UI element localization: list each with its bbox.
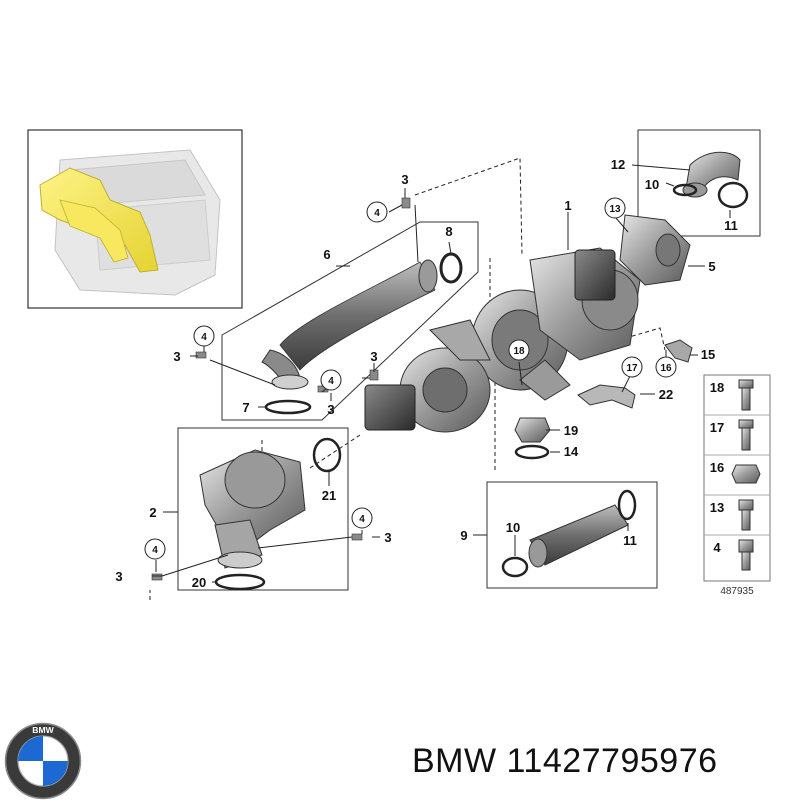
fastener-label-16: 16 [710, 460, 724, 475]
bolt-17-icon [738, 419, 754, 451]
turbo-housing-secondary [364, 319, 491, 433]
callout-22: 22 [659, 387, 673, 402]
circled-callouts [144, 197, 677, 560]
turbocharger-1 [471, 247, 641, 401]
callout-19: 19 [564, 423, 578, 438]
seal-ring-10-bottom [501, 556, 529, 578]
nut-19 [514, 417, 551, 443]
callout-14: 14 [564, 444, 579, 459]
engine-inset [27, 129, 243, 309]
bolt-13-icon [738, 499, 754, 531]
nut-16-icon [731, 464, 761, 484]
callout-4: 4 [201, 332, 207, 343]
engine-block-illustration [39, 149, 221, 296]
fastener-label-13: 13 [710, 500, 724, 515]
fastener-panel: 18 17 16 13 4 487935 [704, 379, 770, 597]
seal-ring-21 [312, 437, 342, 473]
callout-3: 3 [327, 402, 334, 417]
fastener-label-4: 4 [713, 540, 721, 555]
seal-ring-11-top [717, 181, 749, 209]
svg-text:BMW: BMW [32, 725, 54, 735]
callout-4: 4 [359, 514, 365, 525]
callout-16: 16 [660, 363, 672, 374]
callout-8: 8 [445, 224, 452, 239]
callout-15: 15 [701, 347, 715, 362]
callout-12: 12 [611, 157, 625, 172]
seal-ring-11-bottom [617, 489, 637, 521]
fastener-label-17: 17 [710, 420, 724, 435]
bolt-4-icon [738, 539, 754, 571]
callout-3: 3 [370, 349, 377, 364]
callout-4: 4 [152, 545, 158, 556]
seal-ring-7 [264, 399, 312, 415]
group-frame-6 [221, 221, 479, 421]
bmw-logo-icon: BMW [4, 722, 82, 800]
diagram-number: 487935 [720, 586, 754, 597]
charge-pipe-6 [261, 259, 438, 390]
seal-ring-20 [214, 573, 266, 591]
bolt-18-icon [738, 379, 754, 411]
callout-10: 10 [506, 520, 520, 535]
callout-21: 21 [322, 488, 336, 503]
seal-ring-10-top [672, 183, 698, 197]
part-number-caption: BMW 11427795976 [412, 742, 718, 780]
fastener-label-18: 18 [710, 380, 724, 395]
callout-4: 4 [328, 376, 334, 387]
callout-11: 11 [623, 533, 637, 548]
seal-ring-8 [439, 252, 463, 284]
callout-1: 1 [564, 198, 571, 213]
elbow-housing-5 [619, 214, 691, 286]
seal-ring-14 [514, 444, 550, 460]
callout-9: 9 [460, 528, 467, 543]
callout-6: 6 [323, 247, 330, 262]
callout-17: 17 [626, 363, 638, 374]
callout-5: 5 [708, 259, 715, 274]
callout-2: 2 [149, 505, 156, 520]
callout-leaders [152, 164, 731, 583]
callout-20: 20 [192, 575, 206, 590]
callout-18: 18 [513, 346, 525, 357]
callout-11: 11 [724, 218, 738, 233]
group-frame-2 [177, 427, 349, 591]
callout-10: 10 [645, 177, 659, 192]
intake-housing-2 [199, 449, 306, 569]
callout-3: 3 [384, 530, 391, 545]
hose-9 [528, 504, 629, 568]
callout-4: 4 [374, 208, 380, 219]
callout-3: 3 [401, 172, 408, 187]
fastener-panel-frame [703, 374, 771, 582]
callout-7: 7 [242, 400, 249, 415]
callout-13: 13 [609, 204, 621, 215]
callout-3: 3 [173, 349, 180, 364]
callout-3: 3 [115, 569, 122, 584]
callout-labels: 1 2 3 3 3 3 3 3 4 4 4 4 4 5 6 7 8 9 10 1… [115, 157, 737, 590]
group-frame-12 [637, 129, 761, 237]
elbow-12 [682, 151, 741, 198]
bolt-hardware [151, 197, 411, 581]
bracket-22 [577, 384, 636, 409]
